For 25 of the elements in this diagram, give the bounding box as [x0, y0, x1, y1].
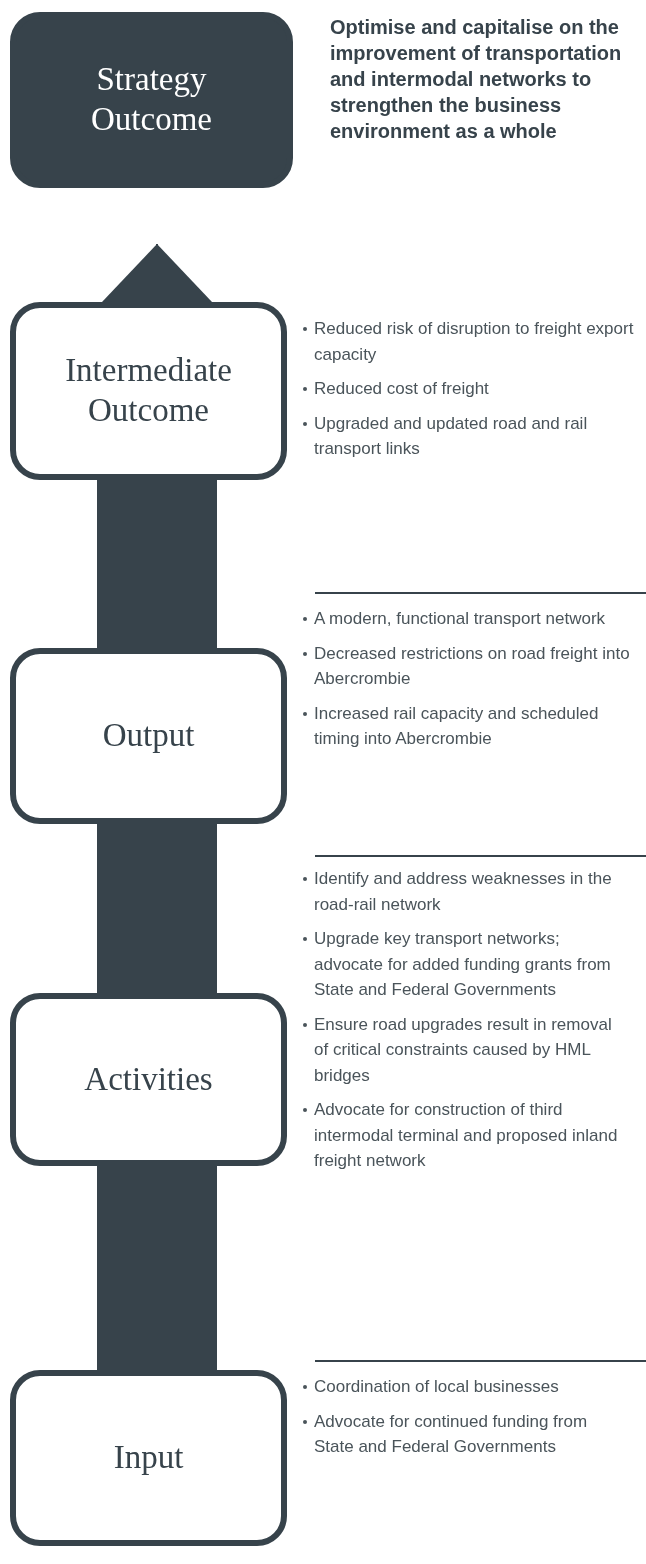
- stage-box: [10, 1370, 287, 1546]
- stage-title: Output: [102, 716, 195, 756]
- bullet-item: Ensure road upgrades result in removal of critical constraints caused by HML bridges: [314, 1014, 612, 1085]
- bullet-item: A modern, functional transport network: [314, 609, 606, 628]
- bullet-item: Advocate for construction of third intermodal terminal and proposed inland freight network: [314, 1100, 618, 1170]
- connector-bar: [97, 1166, 217, 1370]
- bullet-item: Coordination of local businesses: [314, 1377, 559, 1396]
- bullet-item: Identify and address weaknesses in the road-rail network: [314, 869, 612, 914]
- connector-bar: [97, 824, 217, 993]
- bullet-item: Reduced risk of disruption to freight export capacity: [314, 319, 634, 364]
- bullet-item: Increased rail capacity and scheduled timing into Abercrombie: [314, 703, 599, 748]
- stage-title: Intermediate Outcome: [64, 351, 233, 430]
- stage-title: Strategy Outcome: [90, 60, 213, 139]
- bullet-item: Reduced cost of freight: [314, 379, 489, 398]
- bullet-item: Decreased restrictions on road freight into Abercrombie: [314, 643, 630, 688]
- stage-title: Activities: [84, 1059, 213, 1099]
- connector-bar: [97, 480, 217, 648]
- stage-title: Input: [113, 1438, 184, 1478]
- bullet-item: Upgraded and updated road and rail transport links: [314, 413, 588, 458]
- stage-box: [10, 12, 293, 188]
- bullet-item: Advocate for continued funding from State and Federal Governments: [314, 1411, 588, 1456]
- arrow: [102, 243, 212, 303]
- bullet-item: Upgrade key transport networks; advocate for added funding grants from State and Federal Governments: [314, 929, 611, 999]
- stage-box: [10, 302, 287, 480]
- outcome-statement: Optimise and capitalise on the improvement of transportation and intermodal networks to strengthen the business environment as a whole: [330, 15, 623, 144]
